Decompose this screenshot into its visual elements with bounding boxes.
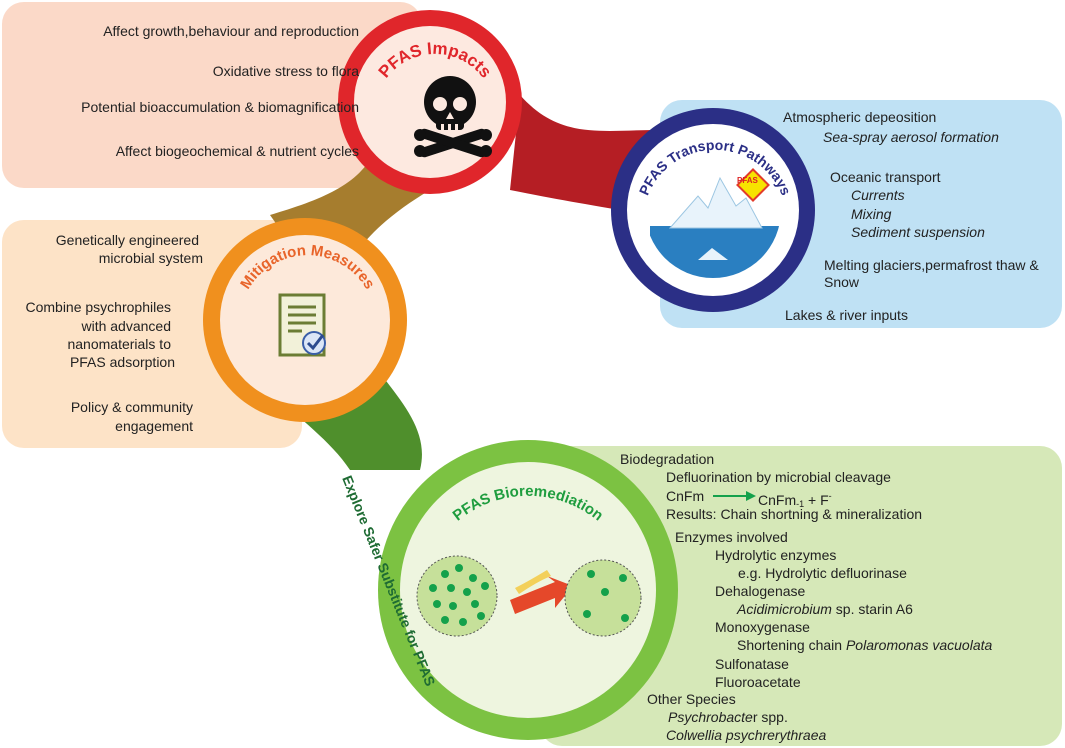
bio-line: Dehalogenase <box>715 583 806 599</box>
transport-line: Snow <box>824 274 860 290</box>
mitigation-line: Combine psychrophiles <box>25 299 171 315</box>
impacts-panel <box>2 2 422 188</box>
transport-line: Atmospheric depeosition <box>783 109 937 125</box>
mitigation-line: nanomaterials to <box>67 336 171 352</box>
pfas-badge: PFAS <box>737 176 758 185</box>
bio-line: Enzymes involved <box>675 529 788 545</box>
transport-line: Sediment suspension <box>851 224 985 240</box>
mitigation-title: Mitigation Measures <box>237 242 378 292</box>
bio-line: Sulfonatase <box>715 656 789 672</box>
safer-substitute-label: Explore Safer Substitute for PFAS <box>339 473 438 688</box>
iceberg-icon <box>650 168 780 278</box>
bio-line: Shortening chain Polaromonas vacuolata <box>737 637 993 653</box>
transport-line: Oceanic transport <box>830 169 941 185</box>
bio-line: Acidimicrobium sp. starin A6 <box>737 601 913 617</box>
bio-line: e.g. Hydrolytic defluorinase <box>738 565 907 581</box>
transport-line: Sea-spray aerosol formation <box>823 129 999 145</box>
impact-item: Affect biogeochemical & nutrient cycles <box>115 143 359 159</box>
bio-line: Colwellia psychrerythraea <box>666 727 827 743</box>
impact-item: Affect growth,behaviour and reproduction <box>103 23 359 39</box>
mitigation-line: Policy & community <box>70 399 193 415</box>
impact-item: Potential bioaccumulation & biomagnifica… <box>81 99 359 115</box>
reaction-arrow-icon <box>713 491 756 501</box>
bio-line: Biodegradation <box>620 451 715 467</box>
transport-line: Lakes & river inputs <box>785 307 908 323</box>
bioremediation-title: PFAS Bioremediation <box>450 483 607 525</box>
bioremediation-circle-inner <box>400 462 656 718</box>
bio-product: CnFm-1 + F- <box>758 491 832 509</box>
bio-line: CnFm <box>666 488 705 504</box>
bio-line: Hydrolytic enzymes <box>715 547 837 563</box>
transport-line: Mixing <box>851 206 892 222</box>
mitigation-line: microbial system <box>98 250 203 266</box>
transport-title: PFAS Transport Pathways <box>636 137 795 198</box>
bio-line: Monoxygenase <box>715 619 810 635</box>
mitigation-line: with advanced <box>81 318 171 334</box>
impact-item: Oxidative stress to flora <box>212 63 359 79</box>
bio-line: Other Species <box>647 691 736 707</box>
microbe-degradation-icon <box>416 555 642 637</box>
bioremediation-panel <box>540 446 1062 746</box>
mitigation-line: Genetically engineered <box>55 232 199 248</box>
skull-crossbones-icon <box>414 76 492 158</box>
transport-line: Melting glaciers,permafrost thaw & <box>824 257 1039 273</box>
bio-line: Psychrobacter spp. <box>668 709 788 725</box>
bio-line: Results: Chain shortning & mineralizatio… <box>666 506 923 522</box>
transport-line: Currents <box>851 187 905 203</box>
bio-line: Defluorination by microbial cleavage <box>666 469 891 485</box>
bio-line: Fluoroacetate <box>715 674 801 690</box>
checklist-document-icon <box>278 293 326 357</box>
mitigation-line: PFAS adsorption <box>69 354 175 370</box>
impacts-title: PFAS Impacts <box>375 39 496 82</box>
mitigation-line: engagement <box>115 418 193 434</box>
